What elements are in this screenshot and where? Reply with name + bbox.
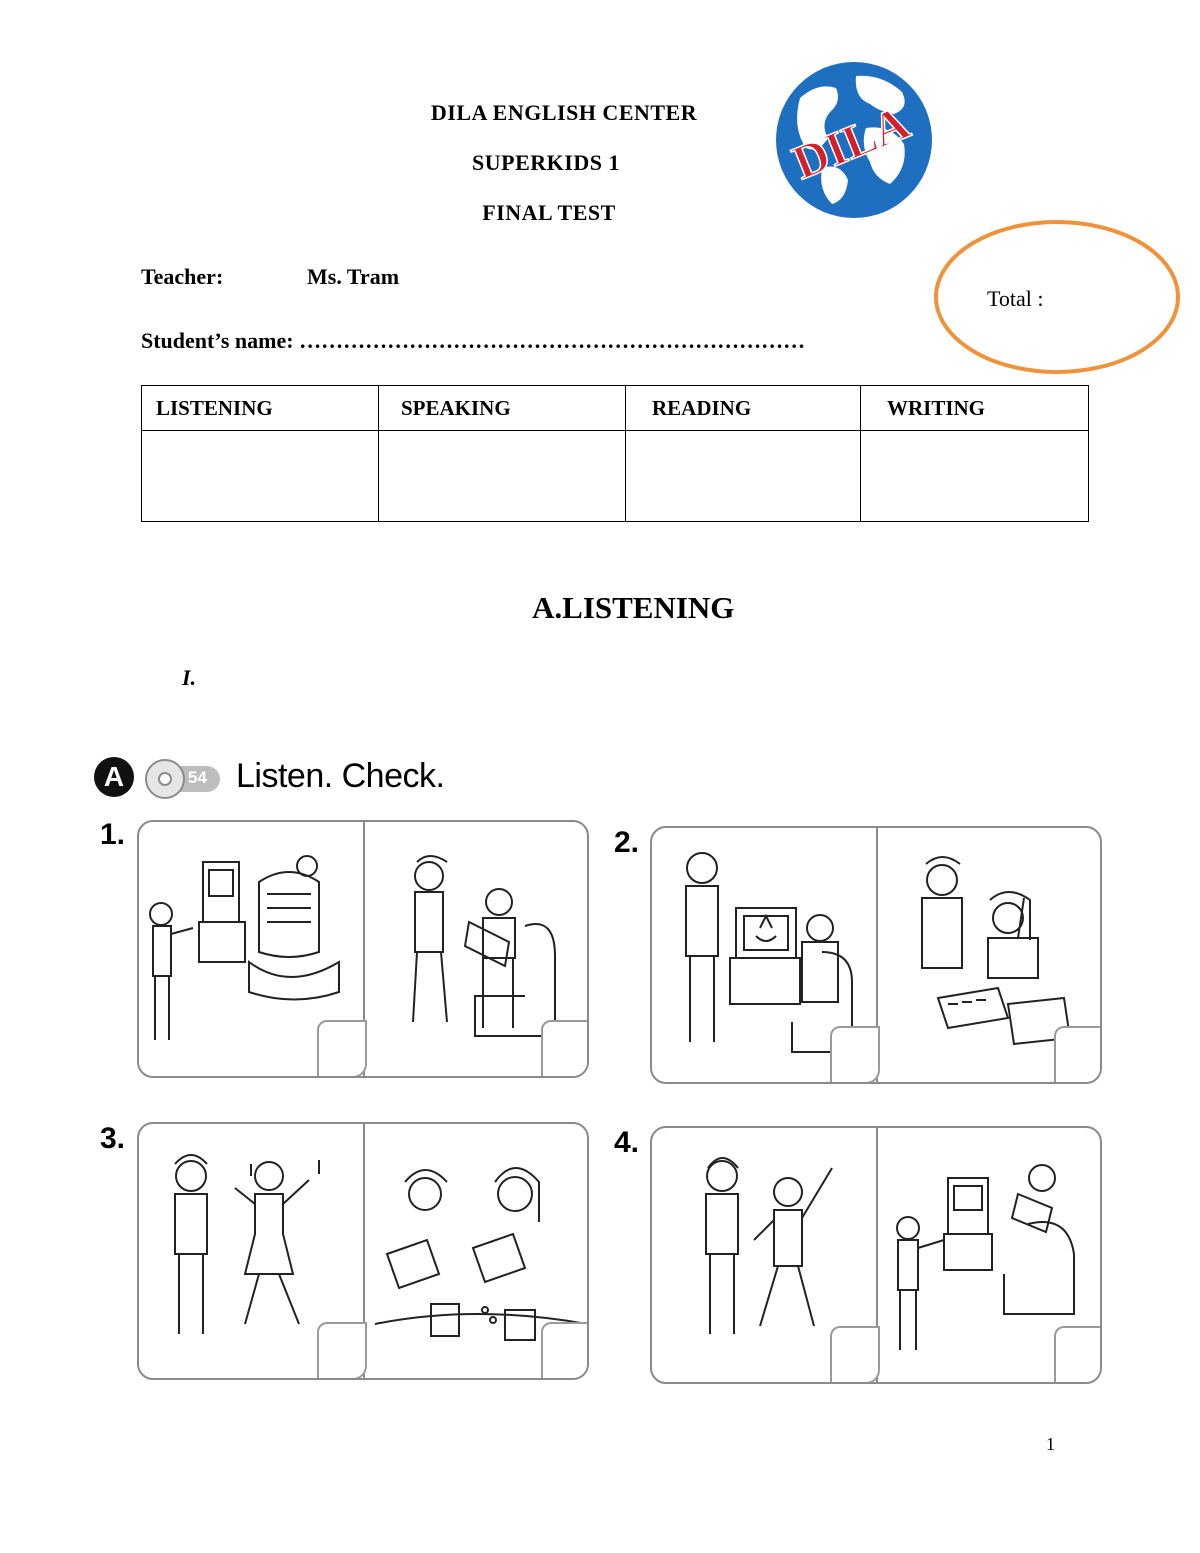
picture-panel-4 bbox=[650, 1126, 1102, 1384]
answer-checkbox-3b[interactable] bbox=[541, 1322, 587, 1378]
score-header-speaking: SPEAKING bbox=[378, 385, 626, 431]
item-number-2: 2. bbox=[614, 826, 640, 859]
part-number: I. bbox=[182, 665, 197, 690]
total-label: Total : bbox=[987, 286, 1044, 311]
answer-checkbox-2b[interactable] bbox=[1054, 1026, 1100, 1082]
logo-continent bbox=[821, 166, 848, 204]
teacher-name: Ms. Tram bbox=[307, 264, 400, 289]
score-cell-listening[interactable] bbox=[141, 430, 379, 522]
exercise-letter-badge: A bbox=[94, 757, 134, 797]
teacher-label: Teacher: bbox=[141, 264, 224, 289]
answer-checkbox-1a[interactable] bbox=[317, 1020, 367, 1076]
page-number: 1 bbox=[1046, 1434, 1055, 1454]
course-name: SUPERKIDS 1 bbox=[472, 150, 620, 175]
logo-continent bbox=[855, 75, 905, 114]
logo-continent bbox=[797, 86, 838, 150]
logo-continent bbox=[863, 127, 905, 184]
test-title: FINAL TEST bbox=[482, 200, 616, 225]
exercise-instruction: Listen. Check. bbox=[236, 757, 445, 795]
score-cell-writing[interactable] bbox=[860, 430, 1089, 522]
answer-checkbox-3a[interactable] bbox=[317, 1322, 367, 1378]
student-name-line[interactable]: Student’s name: …………………………………………………………… bbox=[141, 328, 806, 353]
dila-logo: DILA bbox=[776, 62, 932, 218]
item-number-4: 4. bbox=[614, 1126, 640, 1159]
audio-track-number: 54 bbox=[188, 768, 207, 787]
section-title: A.LISTENING bbox=[532, 590, 735, 625]
answer-checkbox-2a[interactable] bbox=[830, 1026, 880, 1082]
score-header-reading: READING bbox=[625, 385, 861, 431]
audio-cd-icon bbox=[145, 759, 220, 799]
score-cell-reading[interactable] bbox=[625, 430, 861, 522]
center-name: DILA ENGLISH CENTER bbox=[430, 100, 698, 125]
score-header-listening: LISTENING bbox=[141, 385, 379, 431]
scene-man-girl-painting bbox=[921, 856, 1072, 1046]
answer-checkbox-1b[interactable] bbox=[541, 1020, 587, 1076]
scene-girl-tv-woman-reading bbox=[896, 1164, 1075, 1350]
item-number-3: 3. bbox=[100, 1122, 126, 1155]
scene-boy-girl-reading bbox=[412, 855, 556, 1037]
scene-boy-tv-man-newspaper bbox=[149, 855, 340, 1040]
picture-panel-1 bbox=[137, 820, 589, 1078]
total-circle bbox=[934, 220, 1180, 374]
score-header-writing: WRITING bbox=[860, 385, 1089, 431]
picture-panel-2 bbox=[650, 826, 1102, 1084]
score-table: LISTENING SPEAKING READING WRITING bbox=[141, 385, 1089, 522]
picture-panel-3 bbox=[137, 1122, 589, 1380]
scene-boy-girl-cards bbox=[374, 1167, 587, 1341]
answer-checkbox-4a[interactable] bbox=[830, 1326, 880, 1382]
scene-girl-boy-dancing bbox=[705, 1157, 833, 1334]
answer-checkbox-4b[interactable] bbox=[1054, 1326, 1100, 1382]
scene-girl-dancing bbox=[174, 1154, 320, 1334]
item-number-1: 1. bbox=[100, 818, 126, 851]
score-cell-speaking[interactable] bbox=[378, 430, 626, 522]
